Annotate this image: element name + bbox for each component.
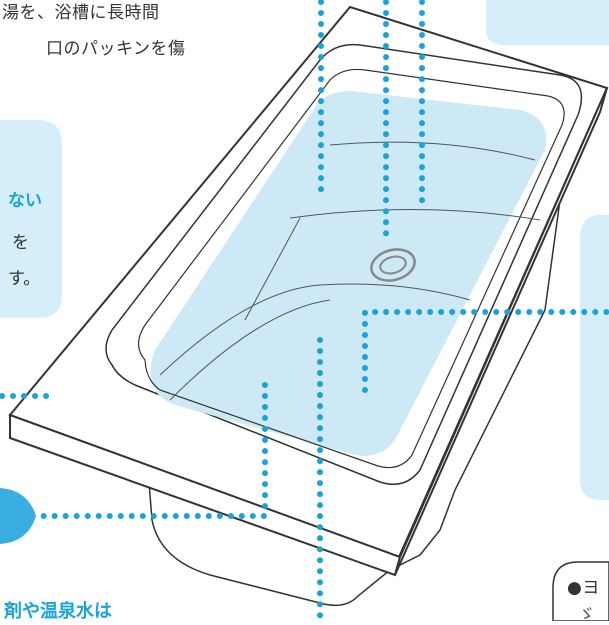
top-left-text-line-1: 湯を、浴槽に長時間 bbox=[2, 3, 160, 23]
leader-line-4 bbox=[362, 309, 609, 393]
top-right-info-panel bbox=[486, 0, 609, 45]
left-info-panel bbox=[0, 120, 62, 318]
bathtub-rim-side-face bbox=[394, 87, 608, 576]
bathtub-basin-inner bbox=[137, 68, 565, 469]
bottom-right-text-line-2: ゞ bbox=[578, 605, 596, 625]
left-panel-highlight: ない bbox=[8, 191, 42, 211]
bathtub-water bbox=[150, 91, 547, 456]
bottom-left-highlight: 剤や温泉水は bbox=[4, 601, 112, 622]
top-left-text-line-2: 口のパッキンを傷 bbox=[46, 39, 186, 59]
right-info-panel bbox=[580, 215, 609, 500]
drain-icon bbox=[370, 248, 416, 282]
left-panel-text-line-2: す。 bbox=[8, 269, 41, 289]
bottom-right-text-line-1: ●ヨ bbox=[567, 578, 600, 598]
bottom-right-info-panel bbox=[552, 561, 609, 621]
leader-line-6 bbox=[39, 382, 268, 519]
left-pill-bubble bbox=[0, 488, 36, 544]
left-panel-text-line-1: を bbox=[12, 233, 29, 253]
